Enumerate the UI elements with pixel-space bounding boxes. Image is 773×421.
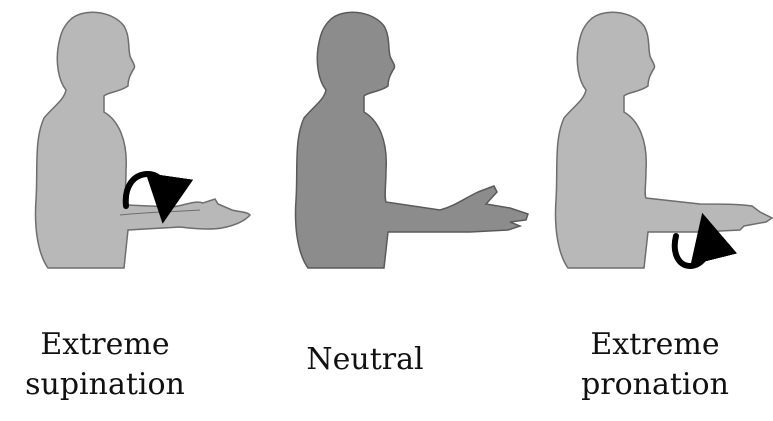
rotation-arrow-icon	[675, 236, 709, 266]
figure-pronation	[556, 12, 773, 268]
label-pronation: Extreme pronation	[570, 325, 740, 405]
forearm-rotation-diagram	[0, 0, 773, 300]
label-line: pronation	[570, 365, 740, 405]
label-line: Extreme	[570, 325, 740, 365]
label-line: Neutral	[300, 340, 430, 380]
label-line: supination	[20, 365, 190, 405]
rotation-arrow-icon	[126, 174, 167, 206]
label-supination: Extreme supination	[20, 325, 190, 405]
body-silhouette	[36, 12, 251, 268]
body-silhouette	[556, 12, 773, 268]
label-neutral: Neutral	[300, 340, 430, 380]
figure-neutral	[296, 12, 529, 268]
label-line: Extreme	[20, 325, 190, 365]
figure-supination	[36, 12, 251, 268]
body-silhouette	[296, 12, 529, 268]
